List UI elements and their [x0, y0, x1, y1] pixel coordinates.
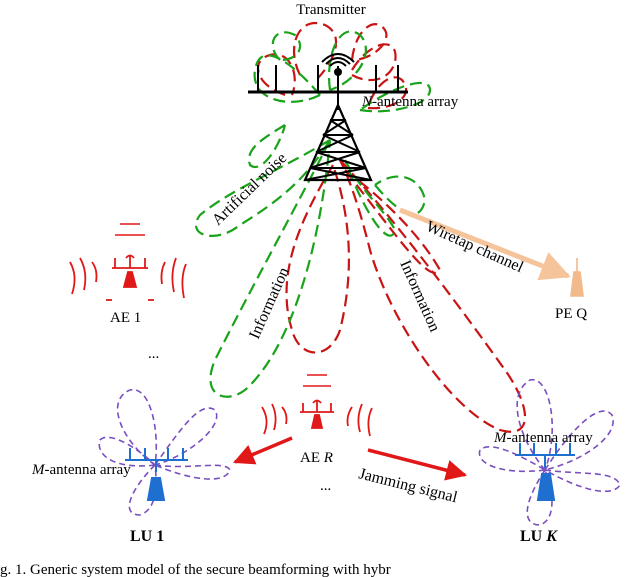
artificial-noise-beam	[194, 30, 432, 398]
ae-r-label: AE R	[300, 450, 333, 466]
lu-k-label: LU K	[520, 528, 558, 545]
transmitter-label: Transmitter	[296, 2, 365, 18]
ae-r-antenna-icon	[261, 374, 373, 437]
jamming-arrow-right	[367, 448, 468, 481]
jamming-arrow-left	[233, 436, 293, 465]
ae-1-label: AE 1	[110, 310, 141, 326]
lu-1-label: LU 1	[130, 528, 164, 545]
lu-k-antenna-icon	[515, 443, 575, 501]
pe-q-label: PE Q	[555, 306, 587, 322]
dots-bottom-label: ...	[320, 478, 331, 494]
tower-icon	[248, 53, 408, 182]
lu-1-beam-pattern	[98, 389, 231, 516]
wiretap-channel-arrow	[399, 207, 571, 281]
figure-caption: g. 1. Generic system model of the secure…	[0, 562, 391, 577]
jamming-signal-label: Jamming signal	[357, 465, 460, 506]
information-beam-left	[285, 164, 350, 354]
m-antenna-array-left-label: M-antenna array	[31, 462, 131, 478]
dots-left-label: ...	[148, 346, 159, 362]
lu-k-beam-pattern	[478, 379, 621, 526]
n-antenna-array-label: N-antenna array	[361, 94, 459, 110]
information-beam-right	[339, 159, 526, 433]
lu-1-antenna-icon	[125, 448, 188, 501]
m-antenna-array-right-label: M-antenna array	[493, 430, 593, 446]
ae-1-antenna-icon	[69, 223, 187, 301]
information-right-label: Information	[396, 258, 443, 335]
artificial-noise-label: Artificial noise	[209, 150, 290, 229]
pe-q-antenna-icon	[570, 258, 584, 297]
